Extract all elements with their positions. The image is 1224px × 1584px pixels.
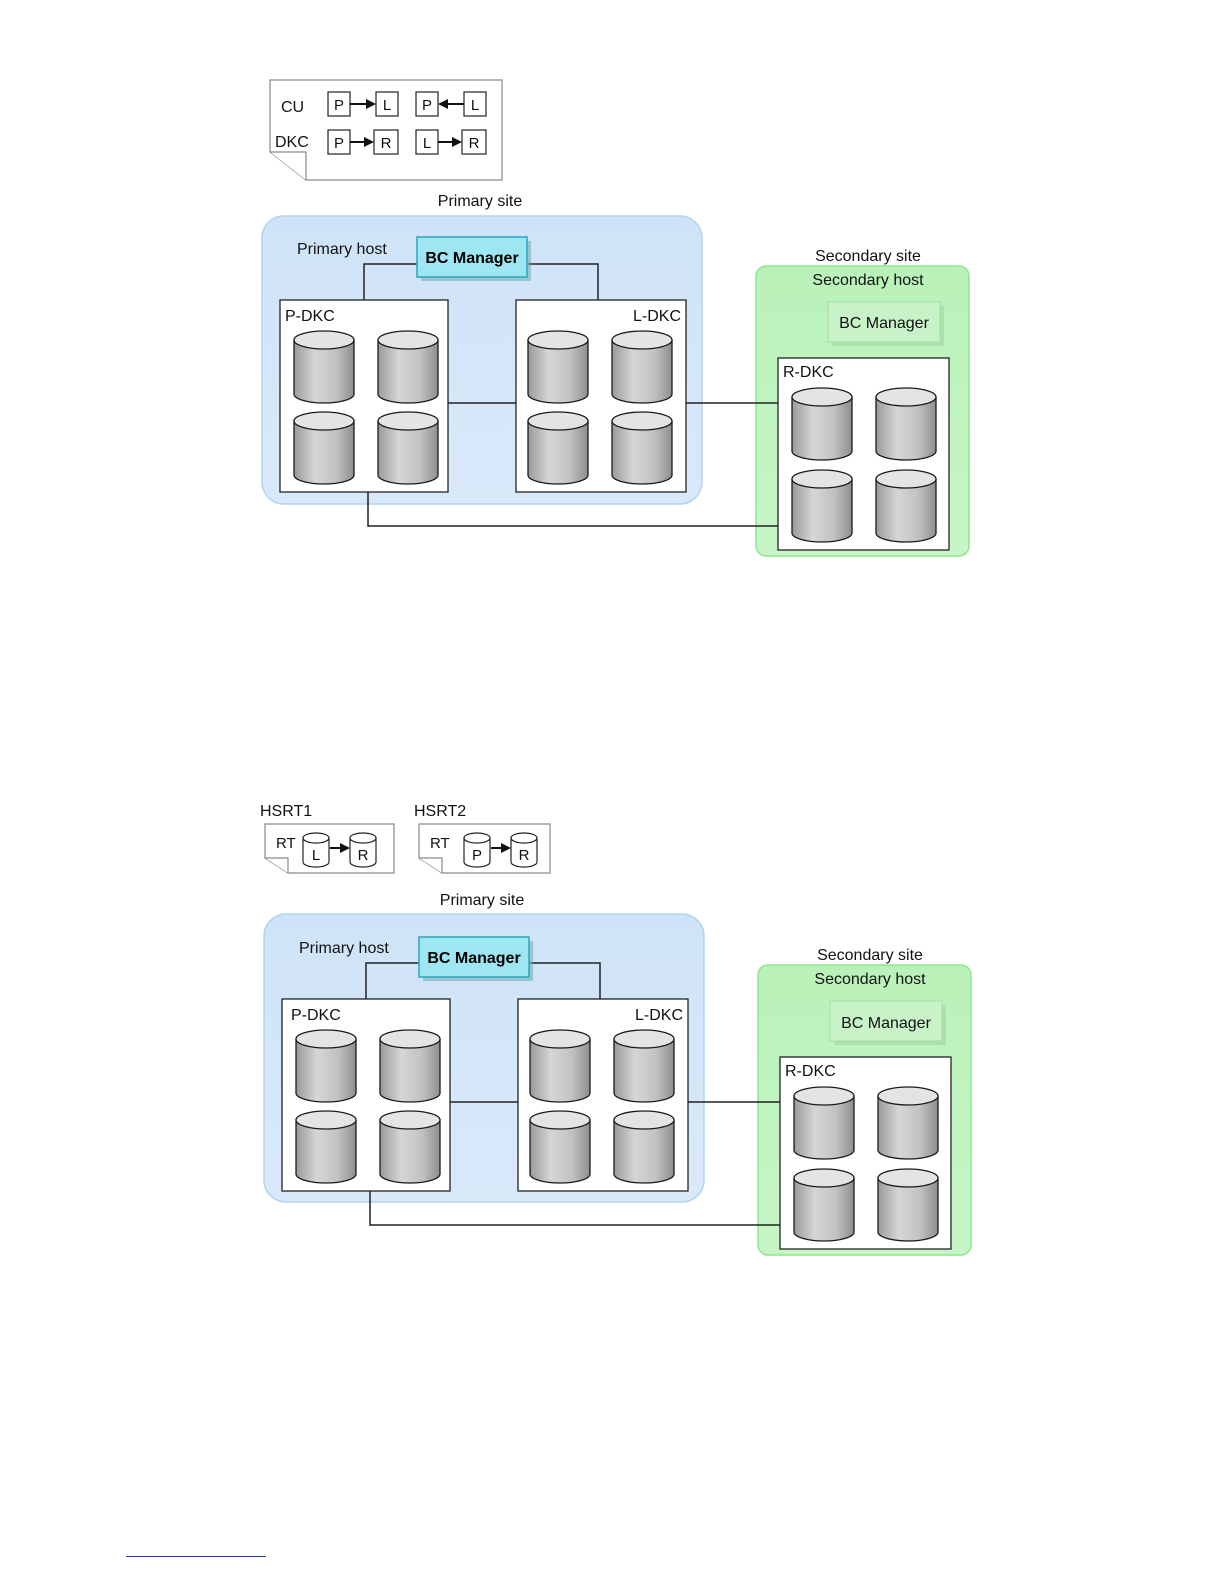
- route-list-rt-label: RT: [430, 835, 450, 852]
- p-dkc-box: P-DKC: [282, 999, 450, 1191]
- volume-cylinder-icon: [878, 1087, 938, 1159]
- l-dkc-label: L-DKC: [633, 308, 681, 325]
- mini-volume-label: L: [312, 847, 320, 864]
- bc-manager-secondary-box[interactable]: BC Manager: [828, 302, 944, 346]
- footer-rule: [126, 1556, 266, 1557]
- mini-box-label: L: [471, 97, 479, 114]
- primary-site-label: Primary site: [440, 892, 525, 909]
- volume-cylinder-icon: [296, 1111, 356, 1183]
- legend-dkc-label: DKC: [275, 134, 309, 151]
- volume-cylinder-icon: [794, 1087, 854, 1159]
- l-dkc-box: L-DKC: [518, 999, 688, 1191]
- route-list-rt-label: RT: [276, 835, 296, 852]
- volume-cylinder-icon: [378, 331, 438, 403]
- route-list-hsrt2: HSRT2 RT P R: [414, 803, 550, 873]
- volume-cylinder-icon: [876, 388, 936, 460]
- l-dkc-label: L-DKC: [635, 1007, 683, 1024]
- mini-box-label: L: [383, 97, 391, 114]
- volume-cylinder-icon: [380, 1111, 440, 1183]
- primary-host-label: Primary host: [299, 940, 389, 957]
- mini-box-label: R: [381, 135, 392, 152]
- volume-cylinder-icon: [530, 1030, 590, 1102]
- volume-cylinder-icon: [792, 388, 852, 460]
- volume-cylinder-icon: [612, 412, 672, 484]
- legend-cu-label: CU: [281, 99, 304, 116]
- mini-box-label: P: [334, 135, 344, 152]
- volume-cylinder-icon: [294, 412, 354, 484]
- bc-manager-secondary-label: BC Manager: [841, 1015, 931, 1032]
- p-dkc-label: P-DKC: [285, 308, 335, 325]
- secondary-site-label: Secondary site: [817, 947, 923, 964]
- volume-cylinder-icon: [530, 1111, 590, 1183]
- r-dkc-box: R-DKC: [778, 358, 949, 550]
- primary-site-label: Primary site: [438, 193, 523, 210]
- primary-host-label: Primary host: [297, 241, 387, 258]
- r-dkc-label: R-DKC: [783, 364, 834, 381]
- copy-pair-legend: CU DKC P L P L: [270, 80, 502, 180]
- mini-box-label: P: [334, 97, 344, 114]
- bc-manager-primary-box[interactable]: BC Manager: [419, 937, 533, 981]
- r-dkc-label: R-DKC: [785, 1063, 836, 1080]
- secondary-host-label: Secondary host: [814, 971, 926, 988]
- mini-box-label: P: [422, 97, 432, 114]
- secondary-site-label: Secondary site: [815, 248, 921, 265]
- volume-cylinder-icon: [792, 470, 852, 542]
- bc-manager-primary-label: BC Manager: [427, 950, 520, 967]
- volume-cylinder-icon: [614, 1030, 674, 1102]
- volume-cylinder-icon: [380, 1030, 440, 1102]
- volume-cylinder-icon: [878, 1169, 938, 1241]
- mini-volume-label: R: [358, 847, 369, 864]
- secondary-host-label: Secondary host: [812, 272, 924, 289]
- bc-manager-secondary-box[interactable]: BC Manager: [830, 1001, 946, 1045]
- volume-cylinder-icon: [876, 470, 936, 542]
- route-list-name: HSRT1: [260, 803, 312, 820]
- volume-cylinder-icon: [794, 1169, 854, 1241]
- p-dkc-box: P-DKC: [280, 300, 448, 492]
- volume-cylinder-icon: [294, 331, 354, 403]
- p-dkc-label: P-DKC: [291, 1007, 341, 1024]
- volume-cylinder-icon: [528, 412, 588, 484]
- bc-manager-primary-label: BC Manager: [425, 250, 518, 267]
- mini-volume-label: R: [519, 847, 530, 864]
- bc-manager-secondary-label: BC Manager: [839, 315, 929, 332]
- route-list-name: HSRT2: [414, 803, 466, 820]
- bc-manager-primary-box[interactable]: BC Manager: [417, 237, 531, 281]
- route-list-hsrt1: HSRT1 RT L R: [260, 803, 394, 873]
- volume-cylinder-icon: [614, 1111, 674, 1183]
- volume-cylinder-icon: [528, 331, 588, 403]
- figure-2-route-list-configuration: HSRT1 RT L R HSRT2 RT P R Primary site: [260, 803, 971, 1255]
- r-dkc-box: R-DKC: [780, 1057, 951, 1249]
- figure-1-three-dkc-configuration: CU DKC P L P L: [262, 80, 969, 556]
- volume-cylinder-icon: [612, 331, 672, 403]
- l-dkc-box: L-DKC: [516, 300, 686, 492]
- volume-cylinder-icon: [296, 1030, 356, 1102]
- mini-box-label: L: [423, 135, 431, 152]
- volume-cylinder-icon: [378, 412, 438, 484]
- mini-volume-label: P: [472, 847, 482, 864]
- mini-box-label: R: [469, 135, 480, 152]
